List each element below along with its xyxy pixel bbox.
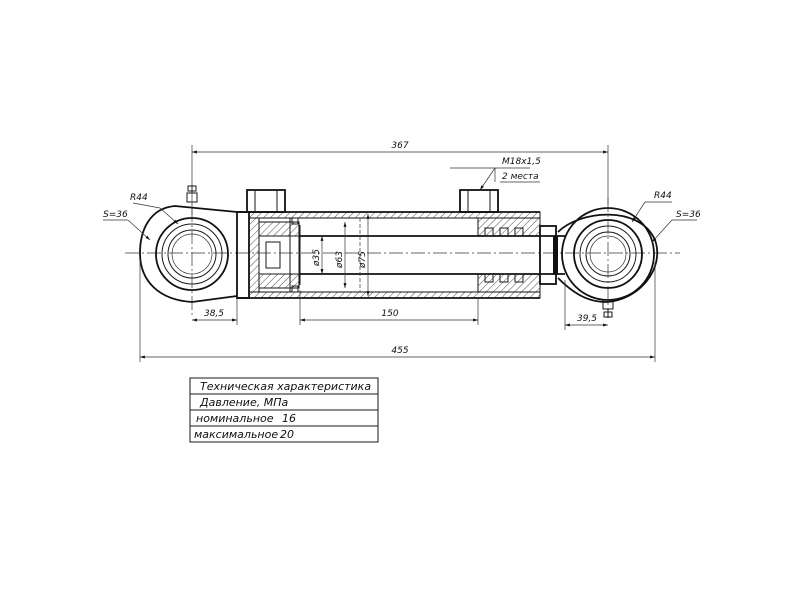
left-width-text: S=36 (103, 210, 128, 220)
dim-150: 150 (299, 290, 479, 325)
dim-455: 455 (139, 260, 656, 362)
right-radius-text: R44 (654, 191, 672, 201)
left-radius-text: R44 (130, 193, 148, 203)
bore-dia-text: ø63 (335, 251, 345, 269)
dim-39-5: 39,5 (564, 280, 608, 330)
dim-diameters: ø35 ø63 ø75 (312, 214, 370, 296)
dim-367: 367 (191, 141, 609, 215)
dim-367-text: 367 (391, 141, 408, 151)
dim-right-radius: R44 (631, 191, 672, 223)
dim-150-text: 150 (381, 309, 398, 319)
spec-nominal-label: номинальное (196, 412, 274, 425)
dim-39-5-text: 39,5 (577, 314, 597, 324)
port-thread-text: M18x1,5 (502, 157, 541, 167)
spec-nominal-value: 16 (282, 412, 296, 425)
dim-port-thread: M18x1,5 2 места (450, 157, 541, 191)
left-eye (139, 185, 238, 318)
spec-maximal-label: максимальное (194, 428, 278, 441)
dim-38-5-text: 38,5 (204, 309, 224, 319)
dim-455-text: 455 (391, 346, 408, 356)
rod-dia-text: ø35 (312, 249, 322, 267)
spec-table-title: Техническая характеристика (200, 380, 371, 393)
spec-table: Техническая характеристика Давление, МПа… (189, 377, 379, 443)
cylinder-body (236, 189, 565, 299)
dim-right-width: S=36 (651, 210, 701, 243)
dim-left-radius: R44 (130, 193, 179, 225)
tube-dia-text: ø75 (358, 251, 368, 269)
right-eye (557, 198, 659, 318)
right-width-text: S=36 (676, 210, 701, 220)
dim-38-5: 38,5 (192, 298, 238, 325)
dim-left-width: S=36 (103, 210, 151, 241)
spec-maximal-value: 20 (280, 428, 294, 441)
port-count-text: 2 места (502, 172, 539, 182)
spec-pressure-label: Давление, МПа (199, 396, 288, 409)
